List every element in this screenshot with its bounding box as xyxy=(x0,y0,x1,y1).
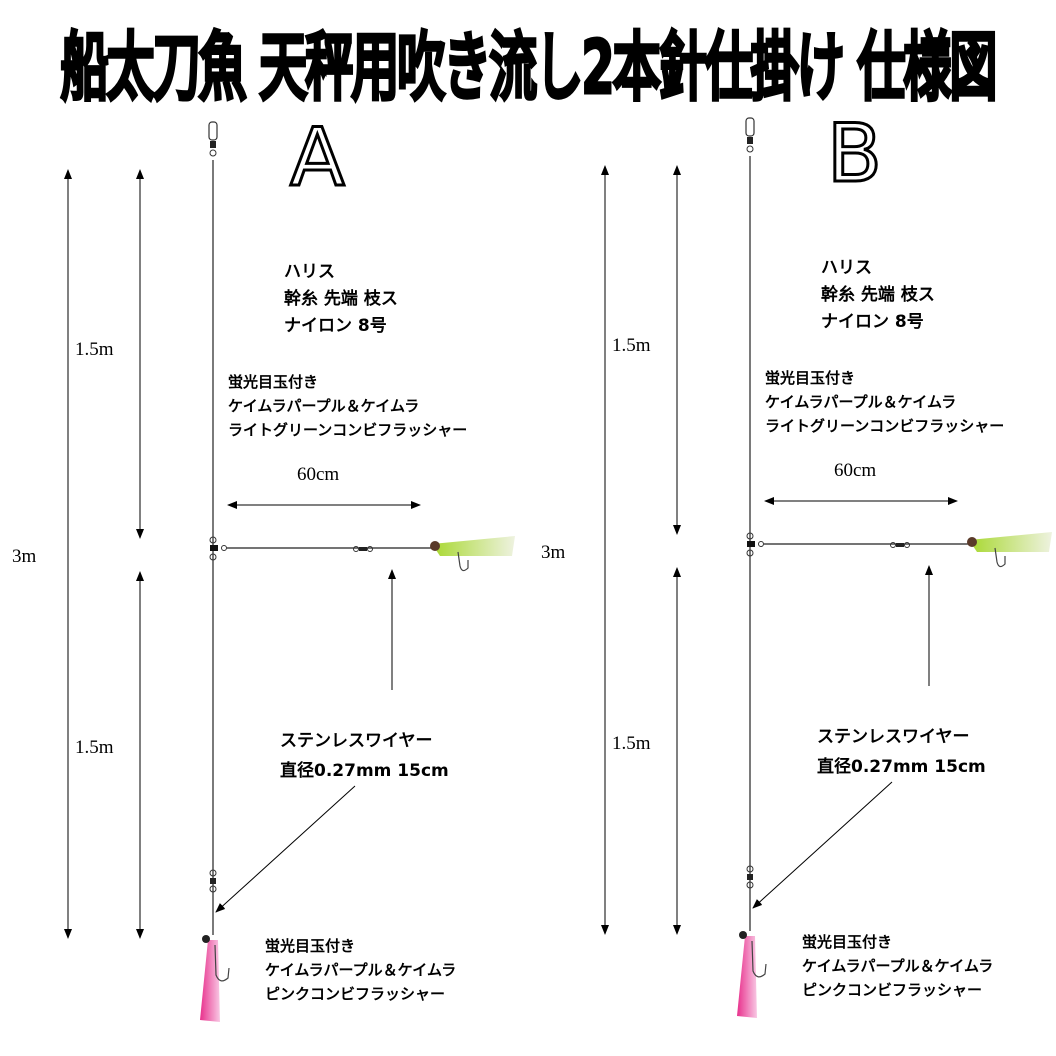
branch-swivel-icon xyxy=(746,532,764,557)
harisu-spec-line: ハリス xyxy=(284,262,335,282)
lower-lure-spec-line: ピンクコンビフラッシャー xyxy=(802,981,982,999)
upper-lure-spec-line: 蛍光目玉付き xyxy=(765,369,855,387)
upper-lure-green-flasher xyxy=(967,532,1052,568)
snap-swivel-icon xyxy=(208,121,218,157)
total-length-label: 3m xyxy=(12,546,37,567)
lower-lure-spec-line: 蛍光目玉付き xyxy=(265,937,355,955)
lower-lure-pink-flasher xyxy=(737,931,767,1018)
branch-length-label: 60cm xyxy=(834,460,876,481)
lower-lure-spec-line: 蛍光目玉付き xyxy=(802,933,892,951)
wire-pointer-arrow-lower xyxy=(752,781,893,909)
wire-spec-line: ステンレスワイヤー xyxy=(280,731,433,751)
lower-length-label: 1.5m xyxy=(612,733,651,754)
lower-lure-pink-flasher xyxy=(200,935,230,1022)
lower-lure-spec-line: ケイムラパープル＆ケイムラ xyxy=(802,957,993,975)
branch-length-label: 60cm xyxy=(297,464,339,485)
wire-spec-line: ステンレスワイヤー xyxy=(817,727,970,747)
upper-lure-spec-line: ケイムラパープル＆ケイムラ xyxy=(228,397,419,415)
branch-swivel-icon xyxy=(209,536,227,561)
harisu-spec-line: 幹糸 先端 枝ス xyxy=(821,284,935,305)
panel-letter: A xyxy=(290,111,345,204)
snap-swivel-icon xyxy=(745,117,755,153)
upper-length-label: 1.5m xyxy=(75,339,114,360)
wire-pointer-arrow-lower xyxy=(215,785,356,913)
lower-swivel-icon xyxy=(209,869,217,893)
page-title: 船太刀魚 天秤用吹き流し2本針仕掛け 仕様図 xyxy=(60,23,999,113)
harisu-spec-line: ナイロン 8号 xyxy=(284,316,387,336)
upper-lure-green-flasher xyxy=(430,536,515,572)
lower-lure-spec-line: ピンクコンビフラッシャー xyxy=(265,985,445,1003)
total-length-label: 3m xyxy=(541,542,566,563)
harisu-spec-line: 幹糸 先端 枝ス xyxy=(284,288,398,309)
lower-swivel-icon xyxy=(746,865,754,889)
harisu-spec-line: ナイロン 8号 xyxy=(821,312,924,332)
upper-length-label: 1.5m xyxy=(612,335,651,356)
mid-swivel-icon xyxy=(353,546,373,552)
upper-lure-spec-line: ライトグリーンコンビフラッシャー xyxy=(765,417,1004,435)
panel-letter: B xyxy=(827,107,882,200)
wire-spec-line: 直径0.27mm 15cm xyxy=(280,760,449,781)
upper-lure-spec-line: 蛍光目玉付き xyxy=(228,373,318,391)
wire-spec-line: 直径0.27mm 15cm xyxy=(817,756,986,777)
upper-lure-spec-line: ケイムラパープル＆ケイムラ xyxy=(765,393,956,411)
harisu-spec-line: ハリス xyxy=(821,258,872,278)
mid-swivel-icon xyxy=(890,542,910,548)
lower-lure-spec-line: ケイムラパープル＆ケイムラ xyxy=(265,961,456,979)
upper-lure-spec-line: ライトグリーンコンビフラッシャー xyxy=(228,421,467,439)
lower-length-label: 1.5m xyxy=(75,737,114,758)
